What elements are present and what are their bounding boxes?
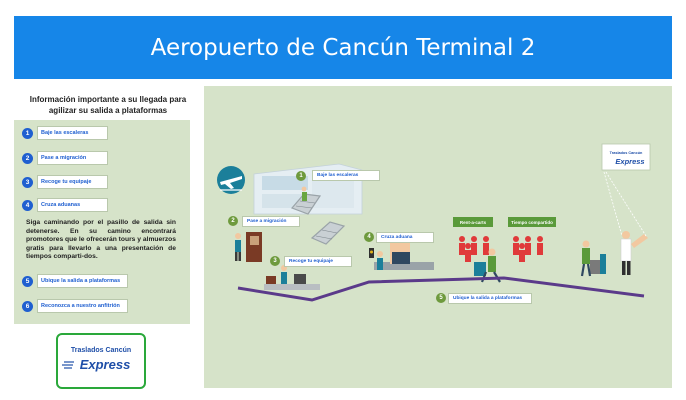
step-number: 6 — [22, 300, 33, 312]
logo-speed-lines-icon — [62, 361, 74, 369]
step-number: 1 — [22, 127, 33, 139]
immigration-booth-icon — [235, 232, 262, 262]
step-1: 1 Baje las escaleras — [22, 126, 108, 140]
traslados-logo: Traslados Cancún Express — [56, 333, 146, 389]
step-label: Baje las escaleras — [37, 126, 108, 140]
zone-timeshare: Tiempo compartido — [508, 217, 556, 227]
promoters-group-1-icon — [459, 236, 489, 262]
express-sign-icon: Traslados Cancún Express — [601, 143, 651, 237]
person-escalator-icon — [301, 186, 307, 201]
instructions-paragraph: Siga caminando por el pasillo de salida … — [26, 219, 176, 261]
logo-top-text: Traslados Cancún — [70, 347, 132, 354]
step-number: 2 — [22, 152, 33, 164]
intro-line-2: agilizar su salida a plataformas — [48, 106, 168, 115]
steps-panel: 1 Baje las escaleras 2 Pase a migración … — [14, 120, 190, 324]
terminal-illustration: Traslados Cancún Express — [217, 143, 651, 302]
page-title: Aeropuerto de Cancún Terminal 2 — [150, 34, 536, 61]
map-step-4-label: Cruza aduana — [376, 232, 434, 243]
walking-traveller-icon — [474, 248, 501, 283]
step-number: 4 — [22, 199, 33, 211]
map-step-4-number: 4 — [364, 232, 374, 242]
sign-top-text: Traslados Cancún — [610, 151, 643, 155]
customs-desk-icon — [369, 242, 434, 270]
terminal-map: Traslados Cancún Express 1 Baje las esca… — [204, 86, 672, 388]
step-4: 4 Cruza aduanas — [22, 198, 108, 212]
title-banner: Aeropuerto de Cancún Terminal 2 — [14, 16, 672, 79]
intro-heading: Información importante a su llegada para… — [22, 94, 194, 116]
map-step-3-label: Recoge tu equipaje — [284, 256, 352, 267]
intro-line-1: Información importante a su llegada para — [29, 95, 187, 104]
sign-bottom-text: Express — [615, 157, 644, 166]
escalator-icon — [290, 193, 346, 245]
step-6: 6 Reconozca a nuestro anfitrión — [22, 299, 128, 313]
arrivals-airplane-icon — [217, 166, 245, 194]
step-label: Pase a migración — [37, 151, 108, 165]
baggage-carousel-icon — [264, 265, 320, 290]
map-step-5-number: 5 — [436, 293, 446, 303]
step-number: 3 — [22, 176, 33, 188]
zone-rent-a-carts: Rent-a-carts — [453, 217, 493, 227]
exit-traveller-icon — [580, 240, 606, 277]
logo-bottom-text: Express — [79, 357, 131, 372]
step-label: Cruza aduanas — [37, 198, 108, 212]
step-label: Reconozca a nuestro anfitrión — [37, 299, 128, 313]
host-icon — [620, 231, 648, 275]
step-number: 5 — [22, 275, 33, 287]
map-step-2-number: 2 — [228, 216, 238, 226]
map-step-1-number: 1 — [296, 171, 306, 181]
step-label: Ubique la salida a plataformas — [37, 274, 128, 288]
promoters-group-2-icon — [513, 236, 543, 262]
map-step-5-label: Ubique la salida a plataformas — [448, 293, 532, 304]
step-3: 3 Recoge tu equipaje — [22, 175, 108, 189]
map-step-2-label: Pase a migración — [242, 216, 300, 227]
map-step-1-label: Baje las escaleras — [312, 170, 380, 181]
step-2: 2 Pase a migración — [22, 151, 108, 165]
step-5: 5 Ubique la salida a plataformas — [22, 274, 128, 288]
escalator-steps-icon — [295, 200, 338, 240]
map-step-3-number: 3 — [270, 256, 280, 266]
walkway-path — [237, 276, 645, 302]
step-label: Recoge tu equipaje — [37, 175, 108, 189]
